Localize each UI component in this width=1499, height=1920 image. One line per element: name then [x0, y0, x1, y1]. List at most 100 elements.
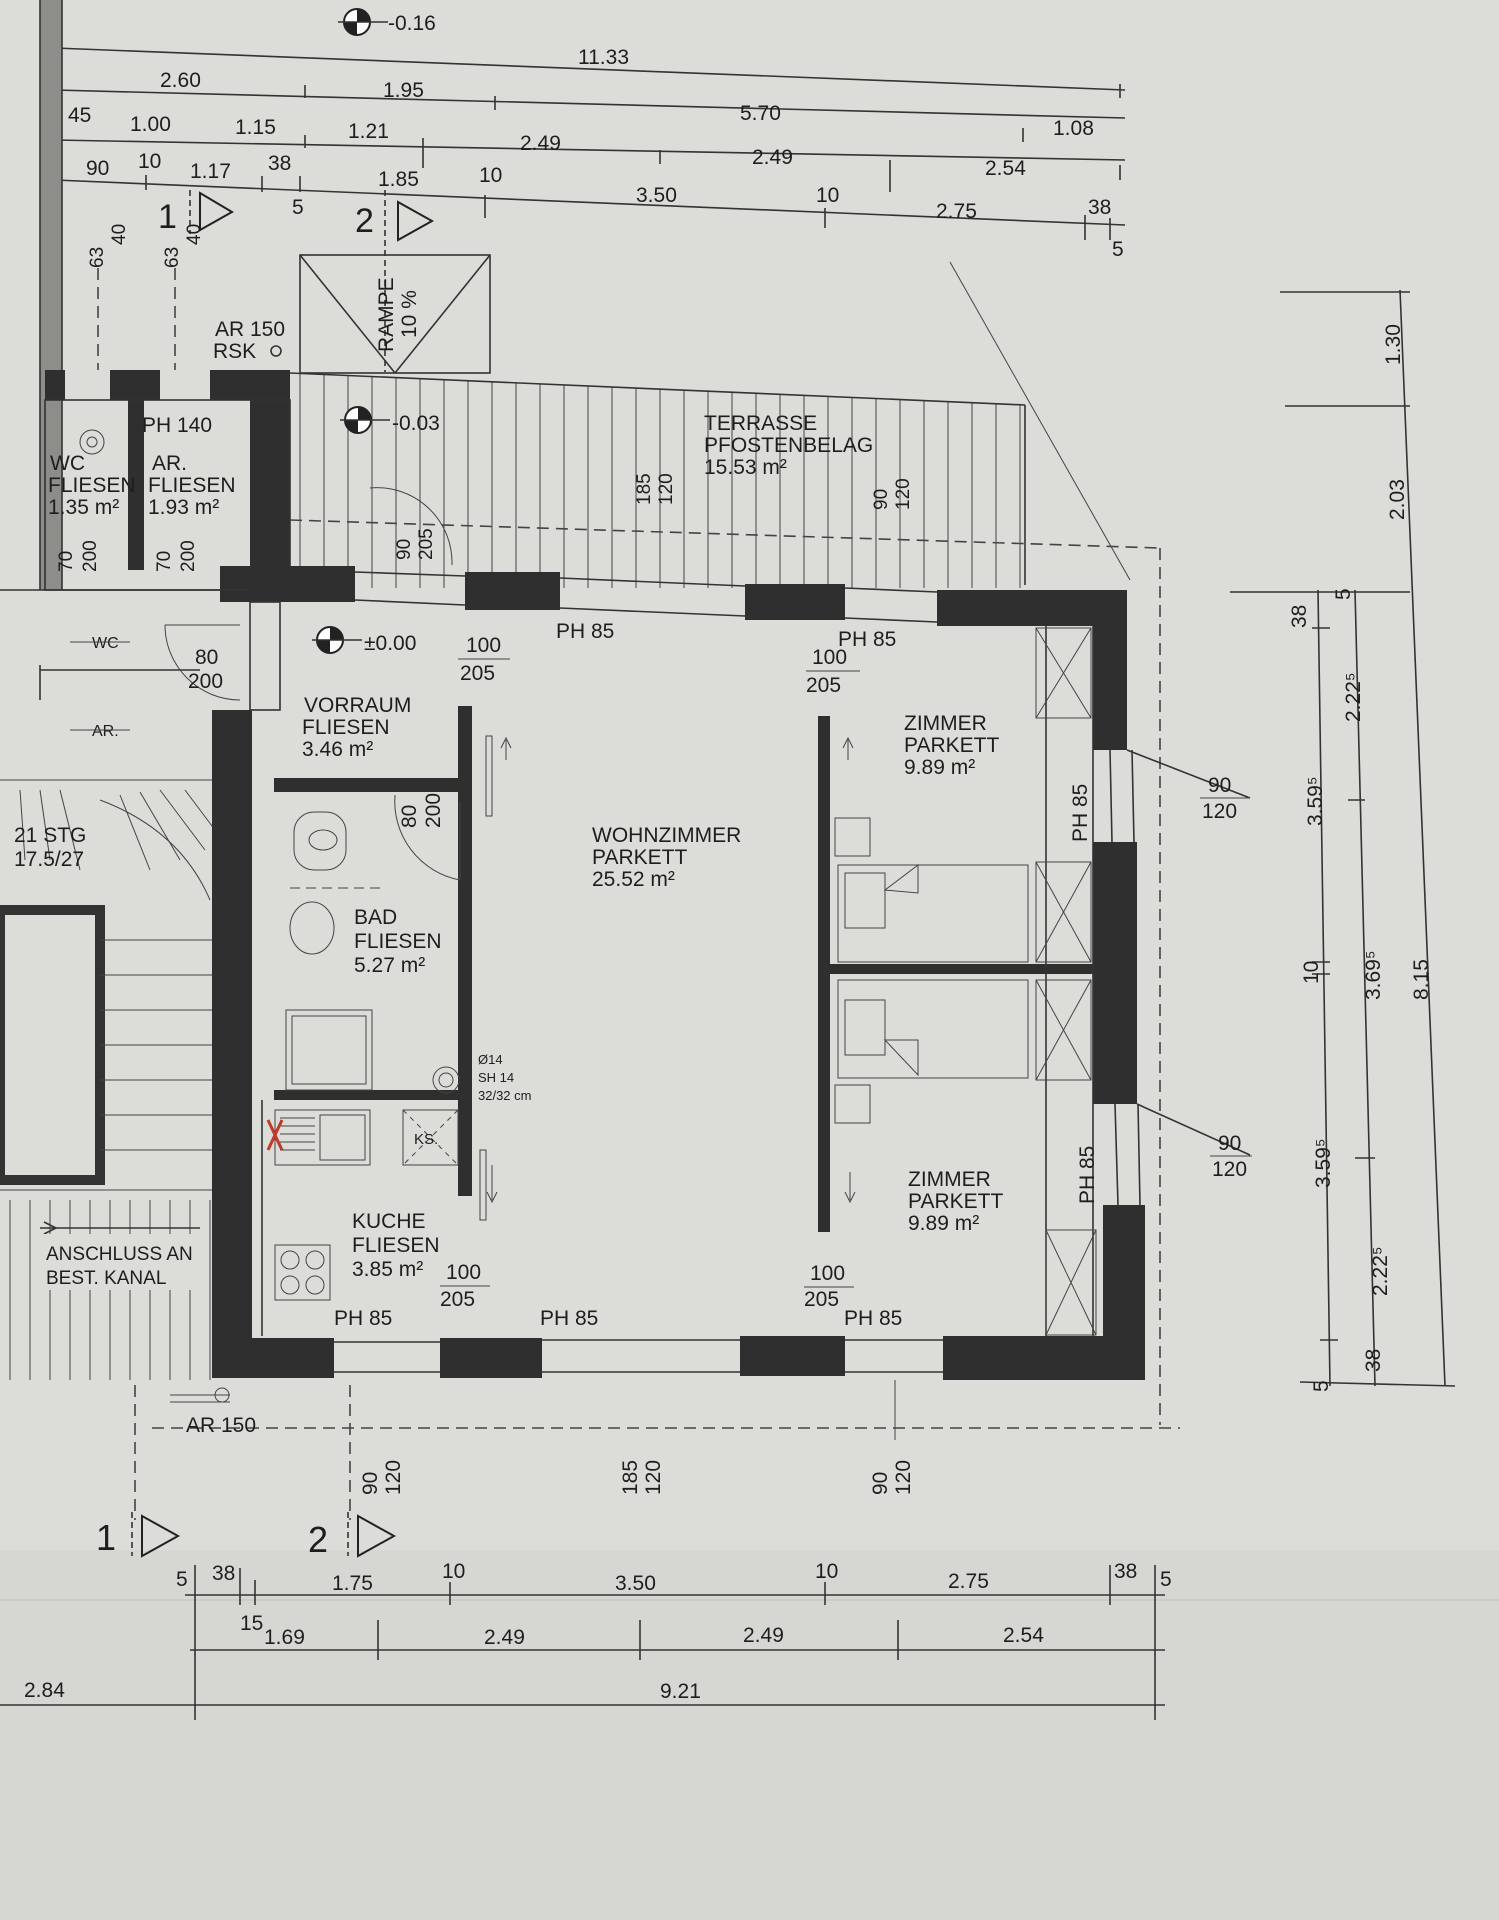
- apartment-walls: [212, 566, 1251, 1380]
- bv-120-c: 120: [892, 1460, 915, 1495]
- wohnzimmer-name: WOHNZIMMER: [592, 824, 741, 847]
- bd-2-84: 2.84: [24, 1679, 65, 1702]
- door-100-c: 100: [446, 1261, 481, 1284]
- opening-63a: 63: [87, 247, 108, 268]
- terr-door-90: 90: [394, 539, 415, 560]
- dim-5-70: 5.70: [740, 102, 781, 125]
- bad-area: 5.27 m²: [354, 954, 425, 977]
- ph85-top-1: PH 85: [556, 620, 614, 643]
- terrasse: -0.03 TERRASSE PFOSTENBELAG 15.53 m² 90 …: [289, 261, 1161, 1425]
- opening-63b: 63: [162, 247, 183, 268]
- ph85-bottom-1: PH 85: [334, 1307, 392, 1330]
- dim-3-50: 3.50: [636, 184, 677, 207]
- rdim-2-22-a: 2.22⁵: [1342, 672, 1365, 722]
- zimmer2-finish: PARKETT: [908, 1190, 1003, 1213]
- rdim-2-03: 2.03: [1386, 479, 1409, 520]
- dim-11-33: 11.33: [578, 46, 629, 69]
- ar-150-bottom: AR 150: [186, 1414, 256, 1437]
- bad-finish: FLIESEN: [354, 930, 442, 953]
- ar-150-top: AR 150: [215, 318, 285, 341]
- rdim-3-59-b: 3.59⁵: [1312, 1138, 1335, 1188]
- section-mark-2-top: 2: [355, 190, 435, 242]
- opening-40b: 40: [184, 224, 205, 245]
- win-120-b: 120: [1212, 1158, 1247, 1181]
- left-building: 21 STG 17.5/27 ANSCHLUSS AN BEST. KANAL …: [0, 0, 240, 1380]
- terr-win-120a: 120: [656, 473, 677, 505]
- kanal-line-1: ANSCHLUSS AN: [46, 1244, 193, 1265]
- dim-5a: 5: [292, 196, 304, 219]
- rampe-slope: 10 %: [398, 290, 421, 338]
- bd-3-50: 3.50: [615, 1572, 656, 1595]
- shaft-1: Ø14: [478, 1052, 503, 1067]
- wc-ar-block: 40 63 40 63 AR 150 RSK PH 140 WC FLIESEN…: [44, 224, 355, 602]
- ph-140: PH 140: [142, 414, 212, 437]
- stair-ratio: 17.5/27: [14, 848, 84, 871]
- bd-2-75: 2.75: [948, 1570, 989, 1593]
- ph85-right-1: PH 85: [1069, 784, 1092, 842]
- level-marker-terrace: -0.03: [340, 406, 440, 435]
- ph85-right-2: PH 85: [1076, 1146, 1099, 1204]
- bd-2-54: 2.54: [1003, 1624, 1044, 1647]
- dim-2-49a: 2.49: [520, 132, 561, 155]
- bd-15: 15: [240, 1612, 263, 1635]
- bv-90-b: 90: [869, 1472, 892, 1495]
- wc-small-label: WC: [92, 635, 119, 652]
- svg-text:2: 2: [308, 1519, 328, 1560]
- background-sheet: [0, 1550, 1499, 1920]
- terr-door-205: 205: [416, 528, 437, 560]
- stair-count: 21 STG: [14, 824, 86, 847]
- terrasse-name: TERRASSE: [704, 412, 817, 435]
- dim-1-21: 1.21: [348, 120, 389, 143]
- dim-1-17: 1.17: [190, 160, 231, 183]
- door-80: 80: [195, 646, 218, 669]
- terr-win-120b: 120: [893, 478, 914, 510]
- door-205-a: 205: [460, 662, 495, 685]
- ar-finish: FLIESEN: [148, 474, 236, 497]
- vorraum-name: VORRAUM: [304, 694, 411, 717]
- win-90-b: 90: [1218, 1132, 1241, 1155]
- bv-90-a: 90: [359, 1472, 382, 1495]
- zimmer1-name: ZIMMER: [904, 712, 987, 735]
- dim-10a: 10: [138, 150, 161, 173]
- bad-name: BAD: [354, 906, 397, 929]
- bath-door-80: 80: [398, 805, 421, 828]
- zimmer2-name: ZIMMER: [908, 1168, 991, 1191]
- door-100-b: 100: [812, 646, 847, 669]
- shaft-2: SH 14: [478, 1070, 514, 1085]
- door-ar-200: 200: [178, 540, 199, 572]
- door-ar-70: 70: [154, 551, 175, 572]
- bd-9-21: 9.21: [660, 1680, 701, 1703]
- level-terrace-text: -0.03: [392, 412, 440, 435]
- bd-10-a: 10: [442, 1560, 465, 1583]
- rdim-5-a: 5: [1332, 588, 1355, 600]
- vorraum-area: 3.46 m²: [302, 738, 373, 761]
- dim-90: 90: [86, 157, 109, 180]
- bd-1-75: 1.75: [332, 1572, 373, 1595]
- dim-2-49b: 2.49: [752, 146, 793, 169]
- zimmer2-area: 9.89 m²: [908, 1212, 979, 1235]
- ph85-top-2: PH 85: [838, 628, 896, 651]
- door-wc-200: 200: [80, 540, 101, 572]
- dim-2-54: 2.54: [985, 157, 1026, 180]
- svg-text:2: 2: [355, 202, 374, 240]
- top-dimensions: -0.16 11.33 2.60 1.95 5.70 1.08 45 1.00 …: [54, 8, 1126, 261]
- rdim-8-15: 8.15: [1410, 959, 1433, 1000]
- room-labels: ±0.00 VORRAUM FLIESEN 3.46 m² BAD FLIESE…: [188, 620, 1252, 1330]
- wohnzimmer-finish: PARKETT: [592, 846, 687, 869]
- bd-1-69: 1.69: [264, 1626, 305, 1649]
- furnishings: [164, 624, 1029, 1301]
- rsk-label: RSK: [213, 340, 256, 363]
- door-200: 200: [188, 670, 223, 693]
- door-205-c: 205: [440, 1288, 475, 1311]
- bv-185: 185: [619, 1460, 642, 1495]
- door-205-b: 205: [806, 674, 841, 697]
- kuche-area: 3.85 m²: [352, 1258, 423, 1281]
- ks-label: KS.: [414, 1131, 438, 1148]
- dim-1-15: 1.15: [235, 116, 276, 139]
- ph85-bottom-2: PH 85: [540, 1307, 598, 1330]
- level-marker-top: -0.16: [338, 8, 436, 36]
- dim-10c: 10: [816, 184, 839, 207]
- win-120-a: 120: [1202, 800, 1237, 823]
- kuche-name: KUCHE: [352, 1210, 426, 1233]
